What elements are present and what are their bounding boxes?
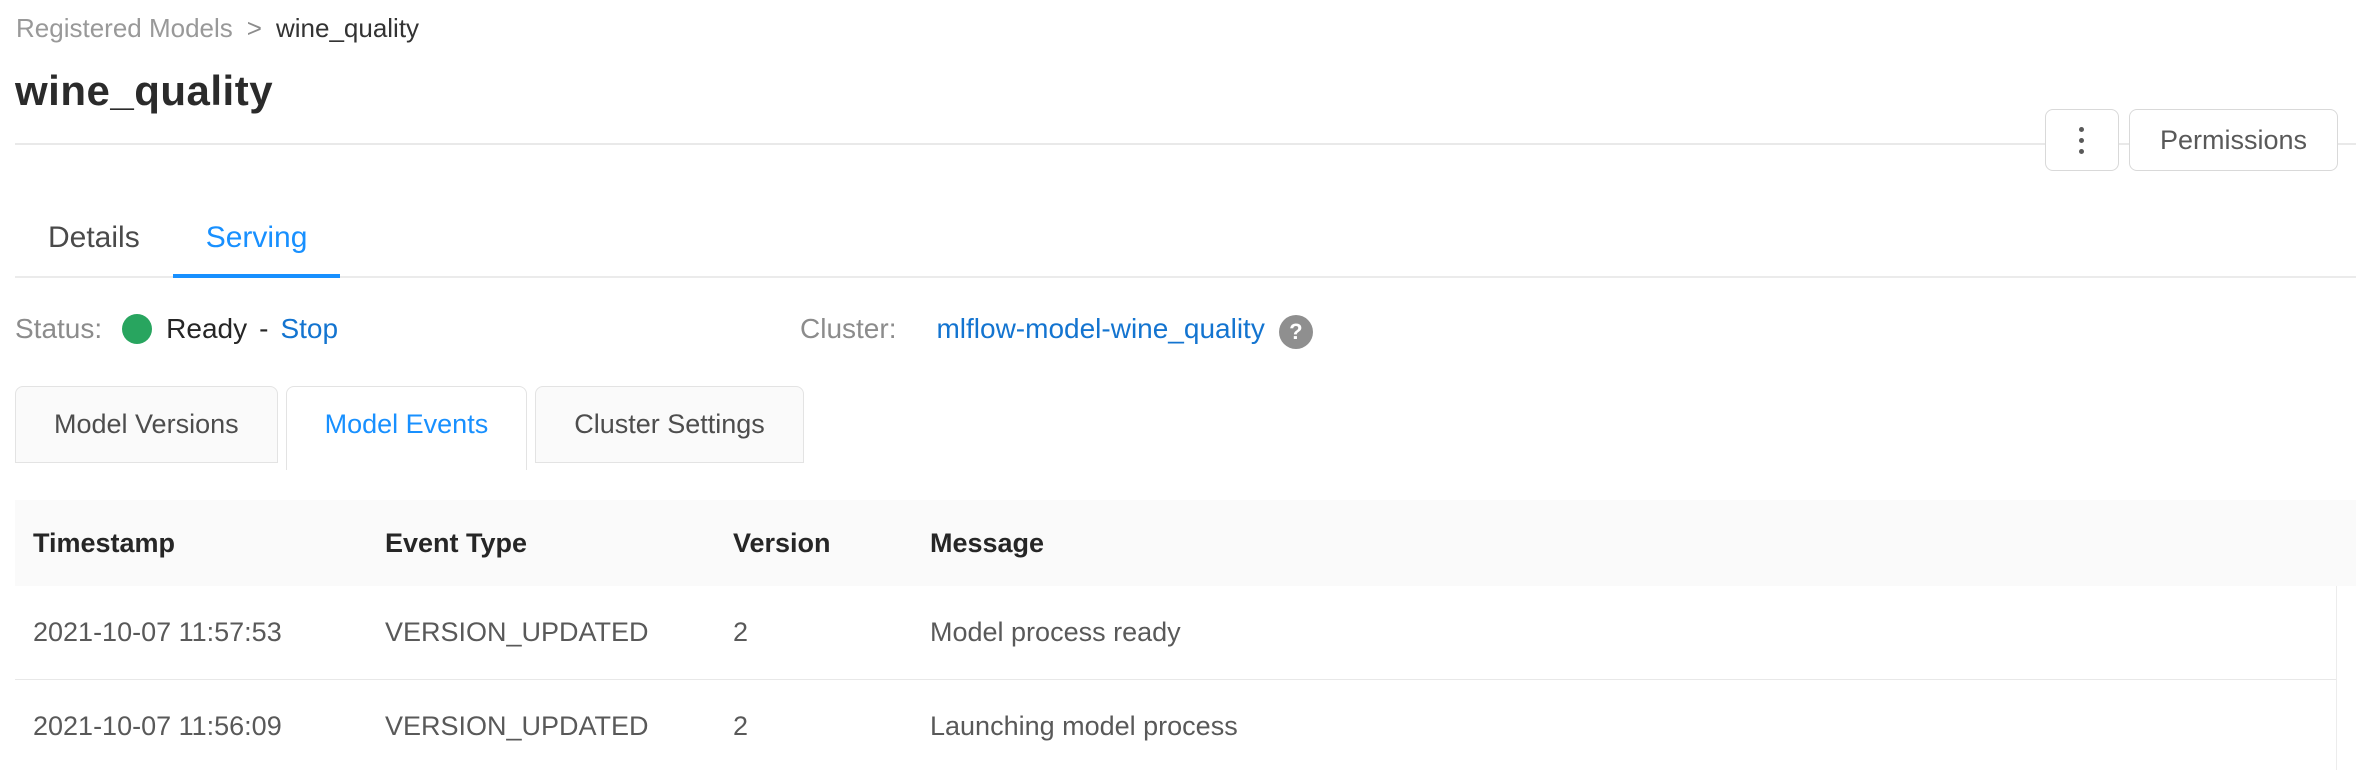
column-header-timestamp: Timestamp	[33, 527, 176, 558]
column-header-version: Version	[733, 527, 831, 558]
table-row: 2021-10-07 11:57:53 VERSION_UPDATED 2 Mo…	[15, 586, 2336, 680]
cluster-group: Cluster: mlflow-model-wine_quality ?	[800, 308, 1313, 350]
tab-serving[interactable]: Serving	[172, 202, 341, 278]
header-actions: Permissions	[2044, 109, 2338, 171]
page-title: wine_quality	[15, 67, 274, 114]
cell-event-type: VERSION_UPDATED	[385, 711, 649, 741]
breadcrumb: Registered Models > wine_quality	[16, 12, 2356, 44]
kebab-menu-icon	[2079, 126, 2085, 154]
tab-details[interactable]: Details	[48, 221, 140, 254]
tab-model-versions[interactable]: Model Versions	[15, 386, 278, 463]
status-row: Status: Ready - Stop Cluster: mlflow-mod…	[15, 308, 2356, 350]
page-header: wine_quality Permissions	[0, 66, 2372, 171]
cell-version: 2	[733, 711, 749, 741]
table-body: 2021-10-07 11:57:53 VERSION_UPDATED 2 Mo…	[15, 586, 2337, 770]
header-divider	[15, 143, 2356, 145]
table-row: 2021-10-07 11:56:09 VERSION_UPDATED 2 La…	[15, 680, 2336, 770]
model-events-table: Timestamp Event Type Version Message 202…	[15, 500, 2356, 770]
status-separator: -	[259, 313, 269, 344]
stop-link[interactable]: Stop	[280, 313, 339, 344]
permissions-button[interactable]: Permissions	[2128, 109, 2338, 171]
cell-timestamp: 2021-10-07 11:57:53	[33, 617, 282, 647]
column-header-message: Message	[930, 527, 1045, 558]
status-ready-dot-icon	[122, 314, 153, 344]
breadcrumb-current-model: wine_quality	[275, 13, 420, 43]
cell-message: Model process ready	[930, 617, 1181, 647]
tab-cluster-settings[interactable]: Cluster Settings	[535, 386, 804, 463]
tab-model-events[interactable]: Model Events	[285, 386, 528, 470]
sub-tab-bar: Model Versions Model Events Cluster Sett…	[15, 386, 2356, 471]
column-header-event-type: Event Type	[385, 527, 528, 558]
status-value: Ready	[166, 313, 248, 344]
cluster-link[interactable]: mlflow-model-wine_quality	[936, 313, 1265, 344]
breadcrumb-registered-models[interactable]: Registered Models	[16, 13, 233, 43]
cell-timestamp: 2021-10-07 11:56:09	[33, 711, 282, 741]
cell-message: Launching model process	[930, 711, 1238, 741]
help-question-icon[interactable]: ?	[1278, 315, 1313, 349]
cell-event-type: VERSION_UPDATED	[385, 617, 649, 647]
status-label: Status:	[15, 313, 103, 344]
table-header-row: Timestamp Event Type Version Message	[15, 500, 2356, 586]
cluster-label: Cluster:	[800, 313, 897, 344]
cell-version: 2	[733, 617, 749, 647]
kebab-menu-button[interactable]	[2044, 109, 2119, 171]
chevron-right-icon: >	[246, 13, 262, 43]
main-tab-bar: Details Serving	[15, 202, 2356, 278]
